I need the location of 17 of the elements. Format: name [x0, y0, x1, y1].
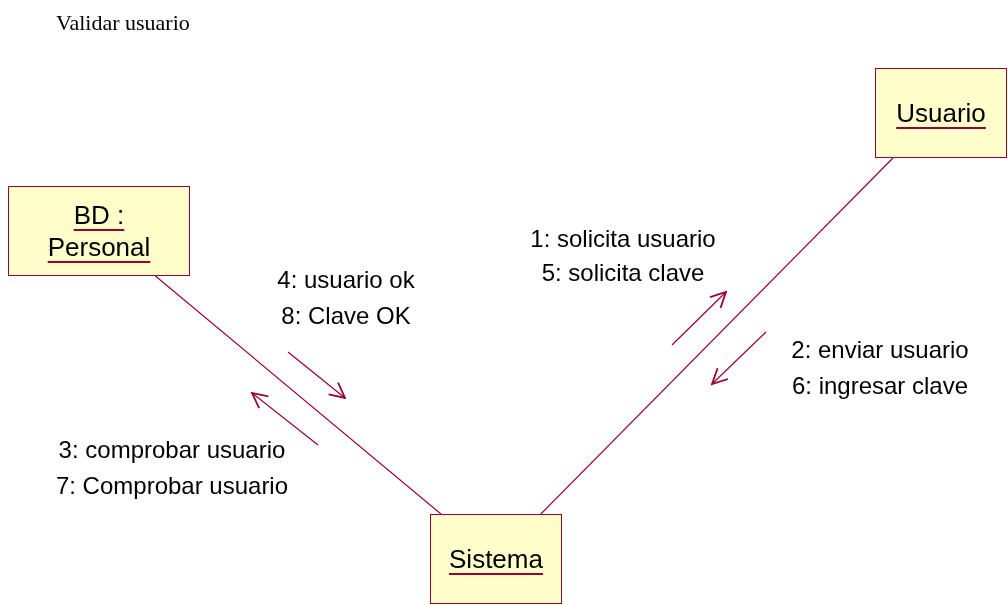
message-label: 3: comprobar usuario — [57, 436, 287, 465]
message-label: 1: solicita usuario — [529, 225, 717, 254]
association-line — [540, 157, 894, 515]
message-label: 7: Comprobar usuario — [54, 472, 290, 501]
message-label: 2: enviar usuario — [790, 336, 970, 365]
object-box — [875, 68, 1007, 158]
object-box — [8, 186, 190, 276]
message-label: 6: ingresar clave — [790, 372, 970, 401]
object-name: Sistema — [449, 542, 543, 576]
diagram-title: Validar usuario — [56, 10, 190, 36]
message-label: 8: Clave OK — [280, 302, 412, 331]
message-label: 4: usuario ok — [276, 266, 416, 295]
object-name: BD : Personal — [46, 198, 152, 264]
association-line — [154, 275, 442, 515]
object-name: Usuario — [896, 96, 986, 130]
object-box — [430, 514, 562, 604]
message-label: 5: solicita clave — [540, 259, 706, 288]
